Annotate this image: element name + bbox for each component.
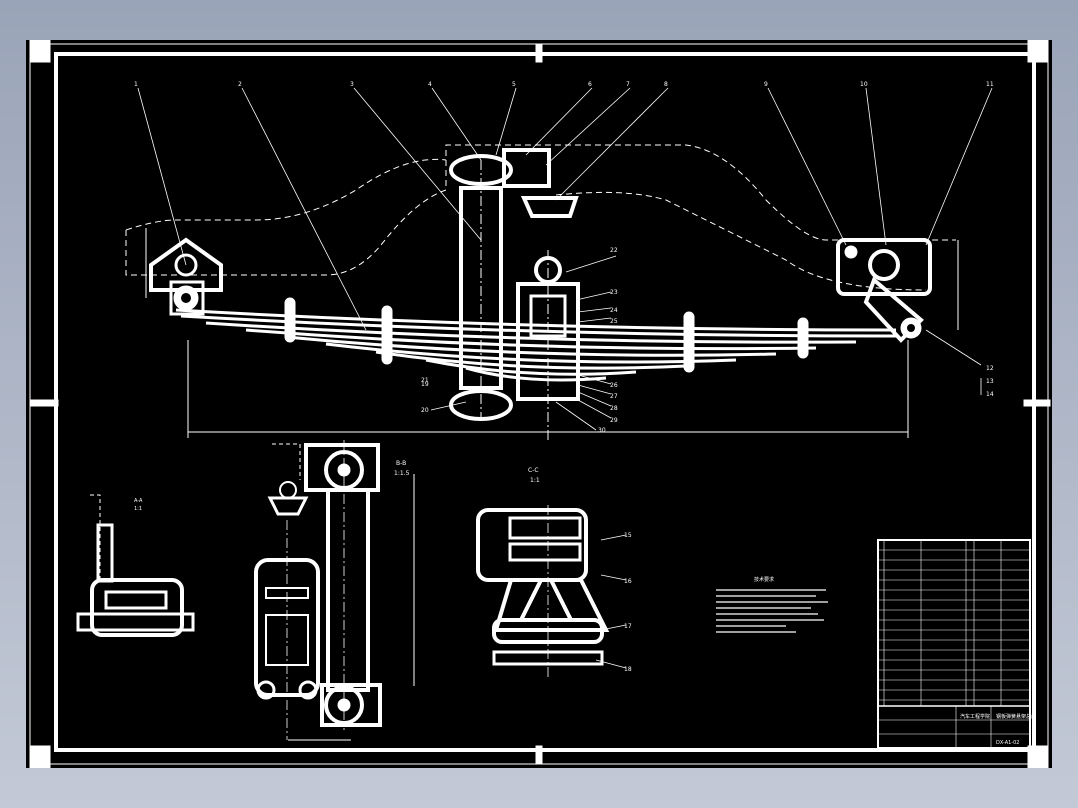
svg-text:24: 24 [610, 307, 618, 314]
svg-text:1:1: 1:1 [134, 506, 142, 512]
callout-11: 11 [986, 81, 994, 88]
svg-text:DX-A1-02: DX-A1-02 [996, 740, 1020, 746]
svg-text:A-A: A-A [134, 498, 143, 504]
bump-stop [520, 196, 579, 218]
callout-6: 6 [588, 81, 592, 88]
dimension-lines [145, 228, 959, 440]
callout-5: 5 [512, 81, 516, 88]
drawing-border [54, 52, 1036, 752]
svg-text:28: 28 [610, 405, 618, 412]
svg-text:12: 12 [986, 365, 994, 372]
svg-text:14: 14 [986, 391, 994, 398]
svg-text:C-C: C-C [528, 467, 539, 474]
svg-text:汽车工程学院: 汽车工程学院 [960, 713, 990, 720]
svg-text:17: 17 [624, 623, 632, 630]
svg-text:22: 22 [610, 247, 618, 254]
frame-outline-dashed [125, 144, 956, 276]
technical-notes: 技术要求 [716, 576, 828, 633]
callout-3: 3 [350, 81, 354, 88]
callout-1: 1 [134, 81, 138, 88]
svg-text:19: 19 [421, 381, 429, 388]
callout-2: 2 [238, 81, 242, 88]
svg-text:23: 23 [610, 289, 618, 296]
drawing-sheet: 1 2 3 4 5 6 7 8 9 10 11 22 23 24 25 26 2… [26, 40, 1052, 768]
centering-marks [29, 40, 1051, 768]
shock-lower-mount-section [254, 443, 351, 741]
svg-text:21: 21 [421, 377, 429, 384]
callout-10: 10 [860, 81, 868, 88]
callout-7: 7 [626, 81, 630, 88]
section-c-c: C-C 1:1 15 16 17 18 [476, 467, 632, 680]
svg-text:B-B: B-B [396, 460, 406, 467]
rebound-clips [284, 297, 809, 373]
svg-text:18: 18 [624, 666, 632, 673]
svg-text:30: 30 [598, 427, 606, 434]
leaf-spring-stack [175, 308, 897, 382]
svg-text:1:1: 1:1 [530, 477, 540, 484]
title-block: 汽车工程学院 钢板弹簧悬架总成 DX-A1-02 [877, 539, 1036, 749]
leader-lines [137, 87, 993, 431]
svg-text:13: 13 [986, 378, 994, 385]
svg-text:20: 20 [421, 407, 429, 414]
leaf-spring-suspension-assembly-drawing: 1 2 3 4 5 6 7 8 9 10 11 22 23 24 25 26 2… [29, 40, 1051, 768]
svg-text:27: 27 [610, 393, 618, 400]
front-bracket [149, 237, 223, 316]
u-bolt-center [516, 250, 580, 440]
callout-9: 9 [764, 81, 768, 88]
section-b-b: B-B 1:1.5 [304, 440, 415, 730]
svg-text:16: 16 [624, 578, 632, 585]
callout-4: 4 [428, 81, 432, 88]
svg-text:钢板弹簧悬架总成: 钢板弹簧悬架总成 [996, 713, 1036, 720]
shock-absorber [449, 148, 551, 421]
rear-shackle [836, 238, 932, 343]
svg-text:29: 29 [610, 417, 618, 424]
svg-text:25: 25 [610, 318, 618, 325]
svg-text:15: 15 [624, 532, 632, 539]
svg-text:26: 26 [610, 382, 618, 389]
svg-text:1:1.5: 1:1.5 [394, 470, 410, 477]
svg-text:技术要求: 技术要求 [754, 576, 774, 583]
callout-8: 8 [664, 81, 668, 88]
section-a-a: A-A 1:1 [76, 494, 195, 637]
